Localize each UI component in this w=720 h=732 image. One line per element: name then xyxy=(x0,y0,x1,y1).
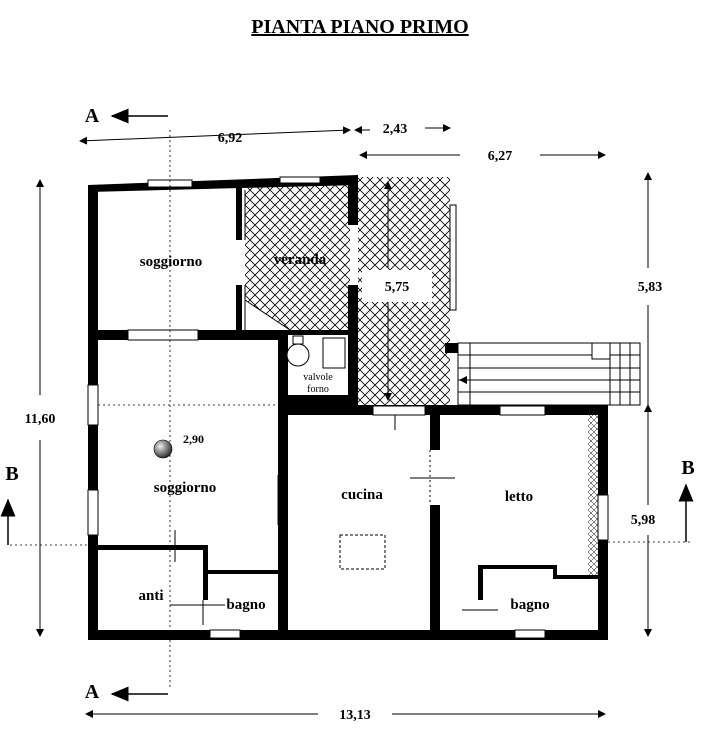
height-marker-value: 2,90 xyxy=(183,432,204,446)
dim-top-mid: 2,43 xyxy=(383,122,408,137)
plan-title: PIANTA PIANO PRIMO xyxy=(251,16,468,38)
dimension-lines xyxy=(36,124,652,718)
door-lines xyxy=(150,190,498,625)
room-bagno-right: bagno xyxy=(510,597,549,613)
boiler-fixture xyxy=(286,335,346,369)
room-anti: anti xyxy=(138,588,163,604)
section-b-right: B xyxy=(681,457,694,479)
room-valvole: valvole xyxy=(303,372,333,383)
dim-left-total: 11,60 xyxy=(25,412,56,427)
windows xyxy=(87,176,609,639)
dim-right-upper: 5,83 xyxy=(638,280,663,295)
dim-veranda-height: 5,75 xyxy=(385,280,410,295)
room-soggiorno-top: soggiorno xyxy=(140,254,203,270)
dim-bottom-total: 13,13 xyxy=(339,708,371,723)
dim-top-right: 6,27 xyxy=(488,149,513,164)
section-a-top: A xyxy=(85,105,100,127)
section-lines xyxy=(10,130,690,690)
room-veranda: veranda xyxy=(274,252,327,268)
room-soggiorno-main: soggiorno xyxy=(154,480,217,496)
section-a-bottom: A xyxy=(85,681,100,703)
height-marker-icon xyxy=(153,439,173,459)
dim-right-lower: 5,98 xyxy=(631,513,656,528)
section-b-left: B xyxy=(5,463,18,485)
section-arrows xyxy=(0,108,694,702)
dim-top-left: 6,92 xyxy=(218,131,243,146)
room-cucina: cucina xyxy=(341,487,383,503)
stairs xyxy=(457,342,641,406)
room-letto: letto xyxy=(505,489,533,505)
room-bagno-left: bagno xyxy=(226,597,265,613)
veranda-dim-box xyxy=(362,270,432,302)
room-forno: forno xyxy=(307,384,329,395)
